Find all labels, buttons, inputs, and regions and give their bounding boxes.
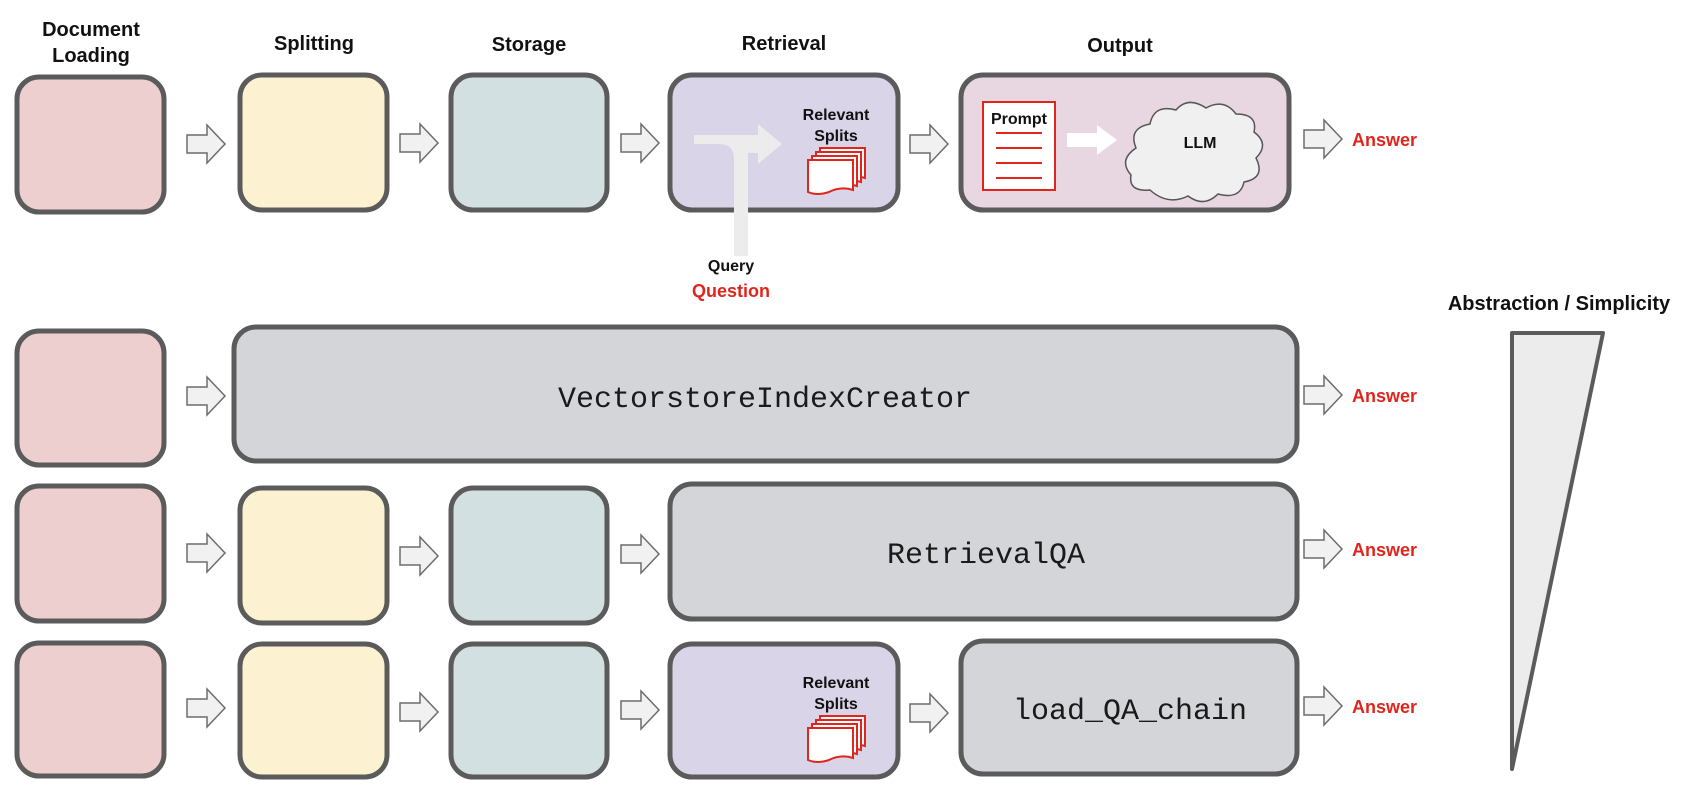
row1-answer-arrow bbox=[1303, 119, 1343, 159]
vectorstore-index-creator-label: VectorstoreIndexCreator bbox=[558, 383, 972, 417]
row3-answer: Answer bbox=[1352, 540, 1417, 560]
prompt-document-icon bbox=[982, 101, 1056, 191]
row2-arrow-1 bbox=[186, 376, 226, 416]
vectorstore-index-creator-box bbox=[231, 324, 1300, 464]
row1-arrow-2 bbox=[399, 123, 439, 163]
row1-relevant-line2: Splits bbox=[814, 128, 858, 145]
row4-answer: Answer bbox=[1352, 697, 1417, 717]
row1-loading-box bbox=[14, 74, 167, 215]
row2-answer-arrow bbox=[1303, 375, 1343, 415]
row4-relevant-line1: Relevant bbox=[803, 675, 870, 692]
header-output: Output bbox=[1087, 35, 1153, 57]
row4-answer-arrow bbox=[1303, 686, 1343, 726]
header-storage: Storage bbox=[492, 34, 566, 56]
row1-splitting-box bbox=[237, 72, 390, 213]
retrievalqa-box bbox=[667, 481, 1300, 622]
row2-answer: Answer bbox=[1352, 386, 1417, 406]
row3-splitting-box bbox=[237, 485, 390, 626]
header-retrieval: Retrieval bbox=[742, 33, 827, 55]
abstraction-title: Abstraction / Simplicity bbox=[1448, 293, 1671, 315]
load-qa-chain-label: load_QA_chain bbox=[1013, 695, 1247, 729]
row4-storage-box bbox=[448, 641, 610, 780]
row3-storage-box bbox=[448, 485, 610, 626]
question-label: Question bbox=[692, 281, 770, 301]
row1-relevant-line1: Relevant bbox=[803, 107, 870, 124]
row3-loading-box bbox=[14, 483, 167, 624]
row1-arrow-1 bbox=[186, 124, 226, 164]
query-label: Query bbox=[708, 258, 754, 275]
abstraction-wedge bbox=[1510, 331, 1605, 771]
row3-arrow-2 bbox=[399, 536, 439, 576]
row3-answer-arrow bbox=[1303, 529, 1343, 569]
llm-cloud-icon bbox=[1124, 101, 1264, 203]
row4-loading-box bbox=[14, 640, 167, 779]
query-flow-arrow bbox=[694, 124, 782, 256]
header-splitting: Splitting bbox=[274, 33, 354, 55]
prompt-to-llm-arrow bbox=[1067, 125, 1117, 155]
row4-splitting-box bbox=[237, 641, 390, 780]
llm-label: LLM bbox=[1184, 135, 1217, 152]
prompt-label: Prompt bbox=[991, 111, 1048, 128]
header-document-loading-line2: Loading bbox=[52, 45, 130, 67]
row4-arrow-4 bbox=[909, 693, 949, 733]
row1-answer: Answer bbox=[1352, 130, 1417, 150]
row3-arrow-3 bbox=[620, 534, 660, 574]
retrievalqa-label: RetrievalQA bbox=[887, 539, 1085, 573]
row4-arrow-1 bbox=[186, 688, 226, 728]
row1-storage-box bbox=[448, 72, 610, 213]
row3-arrow-1 bbox=[186, 533, 226, 573]
header-document-loading-line1: Document bbox=[42, 19, 140, 41]
row2-loading-box bbox=[14, 328, 167, 468]
load-qa-chain-box bbox=[958, 638, 1300, 777]
row4-arrow-2 bbox=[399, 692, 439, 732]
row1-arrow-4 bbox=[909, 124, 949, 164]
row1-arrow-3 bbox=[620, 123, 660, 163]
row4-relevant-line2: Splits bbox=[814, 696, 858, 713]
row4-arrow-3 bbox=[620, 690, 660, 730]
row4-retrieval-box bbox=[667, 641, 901, 780]
